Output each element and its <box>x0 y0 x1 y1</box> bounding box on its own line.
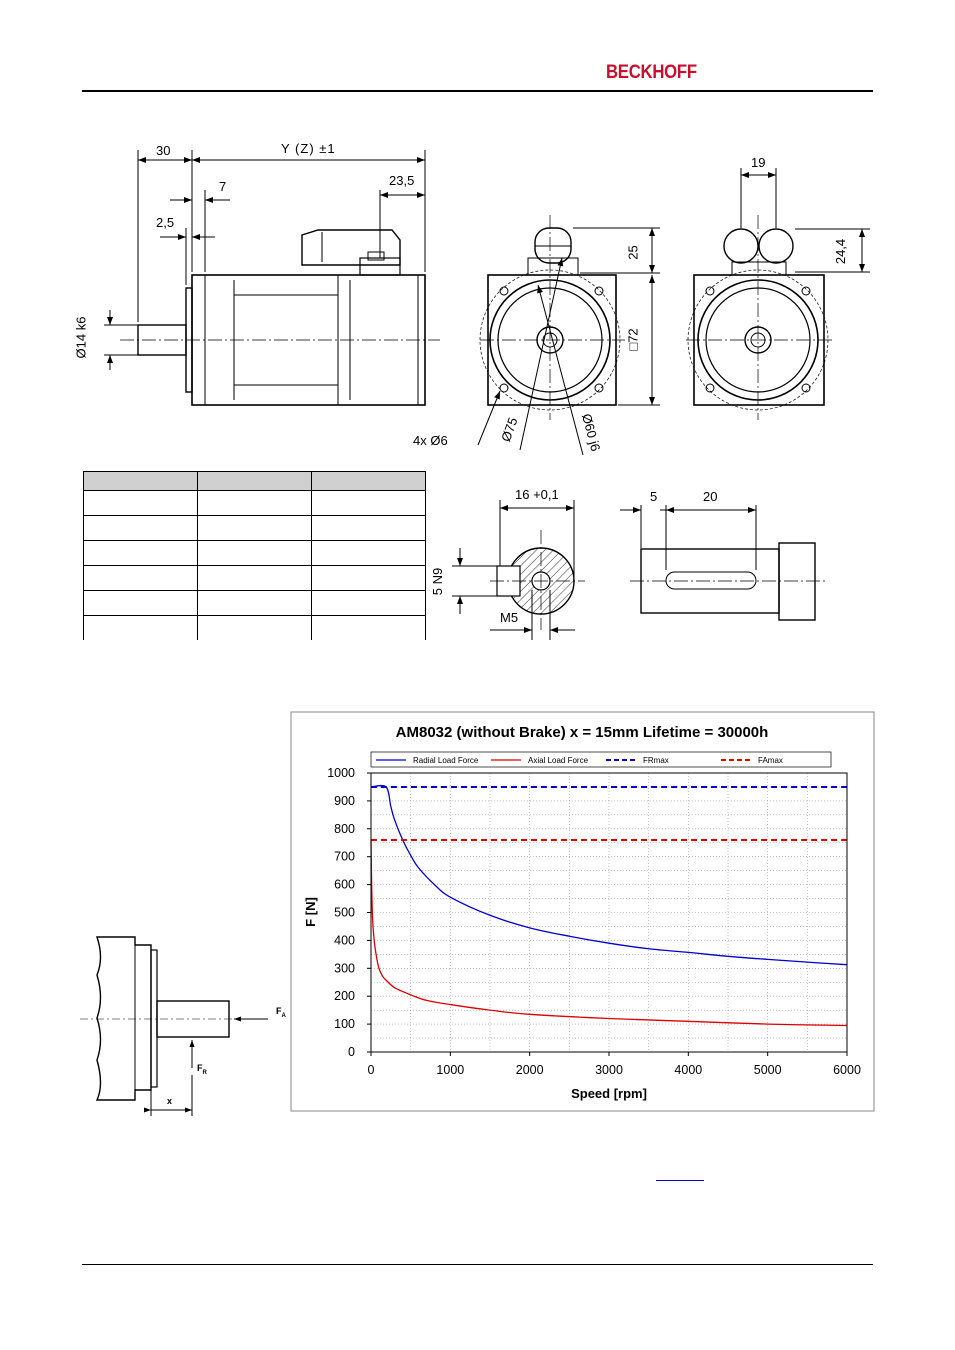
dim-60: Ø60 j6 <box>578 412 604 453</box>
legend-label: FRmax <box>643 756 669 765</box>
y-tick-label: 600 <box>334 878 355 892</box>
legend-label: FAmax <box>758 756 783 765</box>
y-tick-label: 800 <box>334 822 355 836</box>
beckhoff-logo: BECKHOFF <box>606 62 697 83</box>
y-tick-label: 1000 <box>327 766 355 780</box>
chart-title: AM8032 (without Brake) x = 15mm Lifetime… <box>396 724 769 741</box>
force-fr-label: FR <box>197 1063 207 1076</box>
header-rule <box>82 90 873 92</box>
y-tick-label: 100 <box>334 1017 355 1031</box>
series-axial-load-force <box>370 839 848 1027</box>
y-tick-label: 500 <box>334 906 355 920</box>
chart-legend <box>370 751 832 768</box>
legend-label: Axial Load Force <box>528 756 589 765</box>
dim-25: 25 <box>625 245 641 260</box>
dim-m5: M5 <box>500 610 519 625</box>
y-tick-label: 700 <box>334 850 355 864</box>
footer-rule <box>82 1264 873 1265</box>
y-tick-label: 200 <box>334 989 355 1003</box>
x-tick-label: 3000 <box>595 1063 623 1077</box>
dim-16: 16 +0,1 <box>515 487 559 502</box>
x-tick-label: 5000 <box>754 1063 782 1077</box>
dim-5n9: 5 N9 <box>430 567 446 596</box>
legend-label: Radial Load Force <box>413 756 479 765</box>
dimension-table <box>83 471 426 640</box>
dim-7: 7 <box>219 179 227 194</box>
x-tick-label: 4000 <box>674 1063 702 1077</box>
dim-19: 19 <box>751 155 766 170</box>
dim-24-4: 24,4 <box>833 238 849 265</box>
plot-area <box>370 772 848 1053</box>
x-tick-label: 0 <box>368 1063 375 1077</box>
dim-holes: 4x Ø6 <box>413 433 448 448</box>
dim-2-5: 2,5 <box>156 215 175 230</box>
x-tick-label: 2000 <box>516 1063 544 1077</box>
dim-20: 20 <box>703 489 718 504</box>
y-tick-label: 900 <box>334 794 355 808</box>
dim-23-5: 23,5 <box>389 173 415 188</box>
x-axis-label: Speed [rpm] <box>571 1086 647 1101</box>
dim-y: Y (Z) ±1 <box>281 141 336 156</box>
y-tick-label: 300 <box>334 961 355 975</box>
chart-frame <box>290 711 875 1112</box>
motor-body <box>191 274 426 406</box>
x-tick-label: 6000 <box>833 1063 861 1077</box>
front-view-flange <box>487 274 617 406</box>
series-radial-load-force <box>370 784 848 966</box>
x-tick-label: 1000 <box>436 1063 464 1077</box>
force-x-label: x <box>167 1096 173 1106</box>
force-fa-label: FA <box>276 1006 286 1019</box>
dim-30: 30 <box>156 143 171 158</box>
reference-link[interactable] <box>656 1180 704 1181</box>
dim-shaft: Ø14 k6 <box>73 316 89 359</box>
dim-5: 5 <box>650 489 658 504</box>
dim-75: Ø75 <box>498 415 521 444</box>
y-tick-label: 400 <box>334 933 355 947</box>
y-tick-label: 0 <box>348 1045 355 1059</box>
y-axis-label: F [N] <box>303 897 318 927</box>
dim-72: □72 <box>625 328 641 351</box>
shaft-side <box>137 324 187 356</box>
